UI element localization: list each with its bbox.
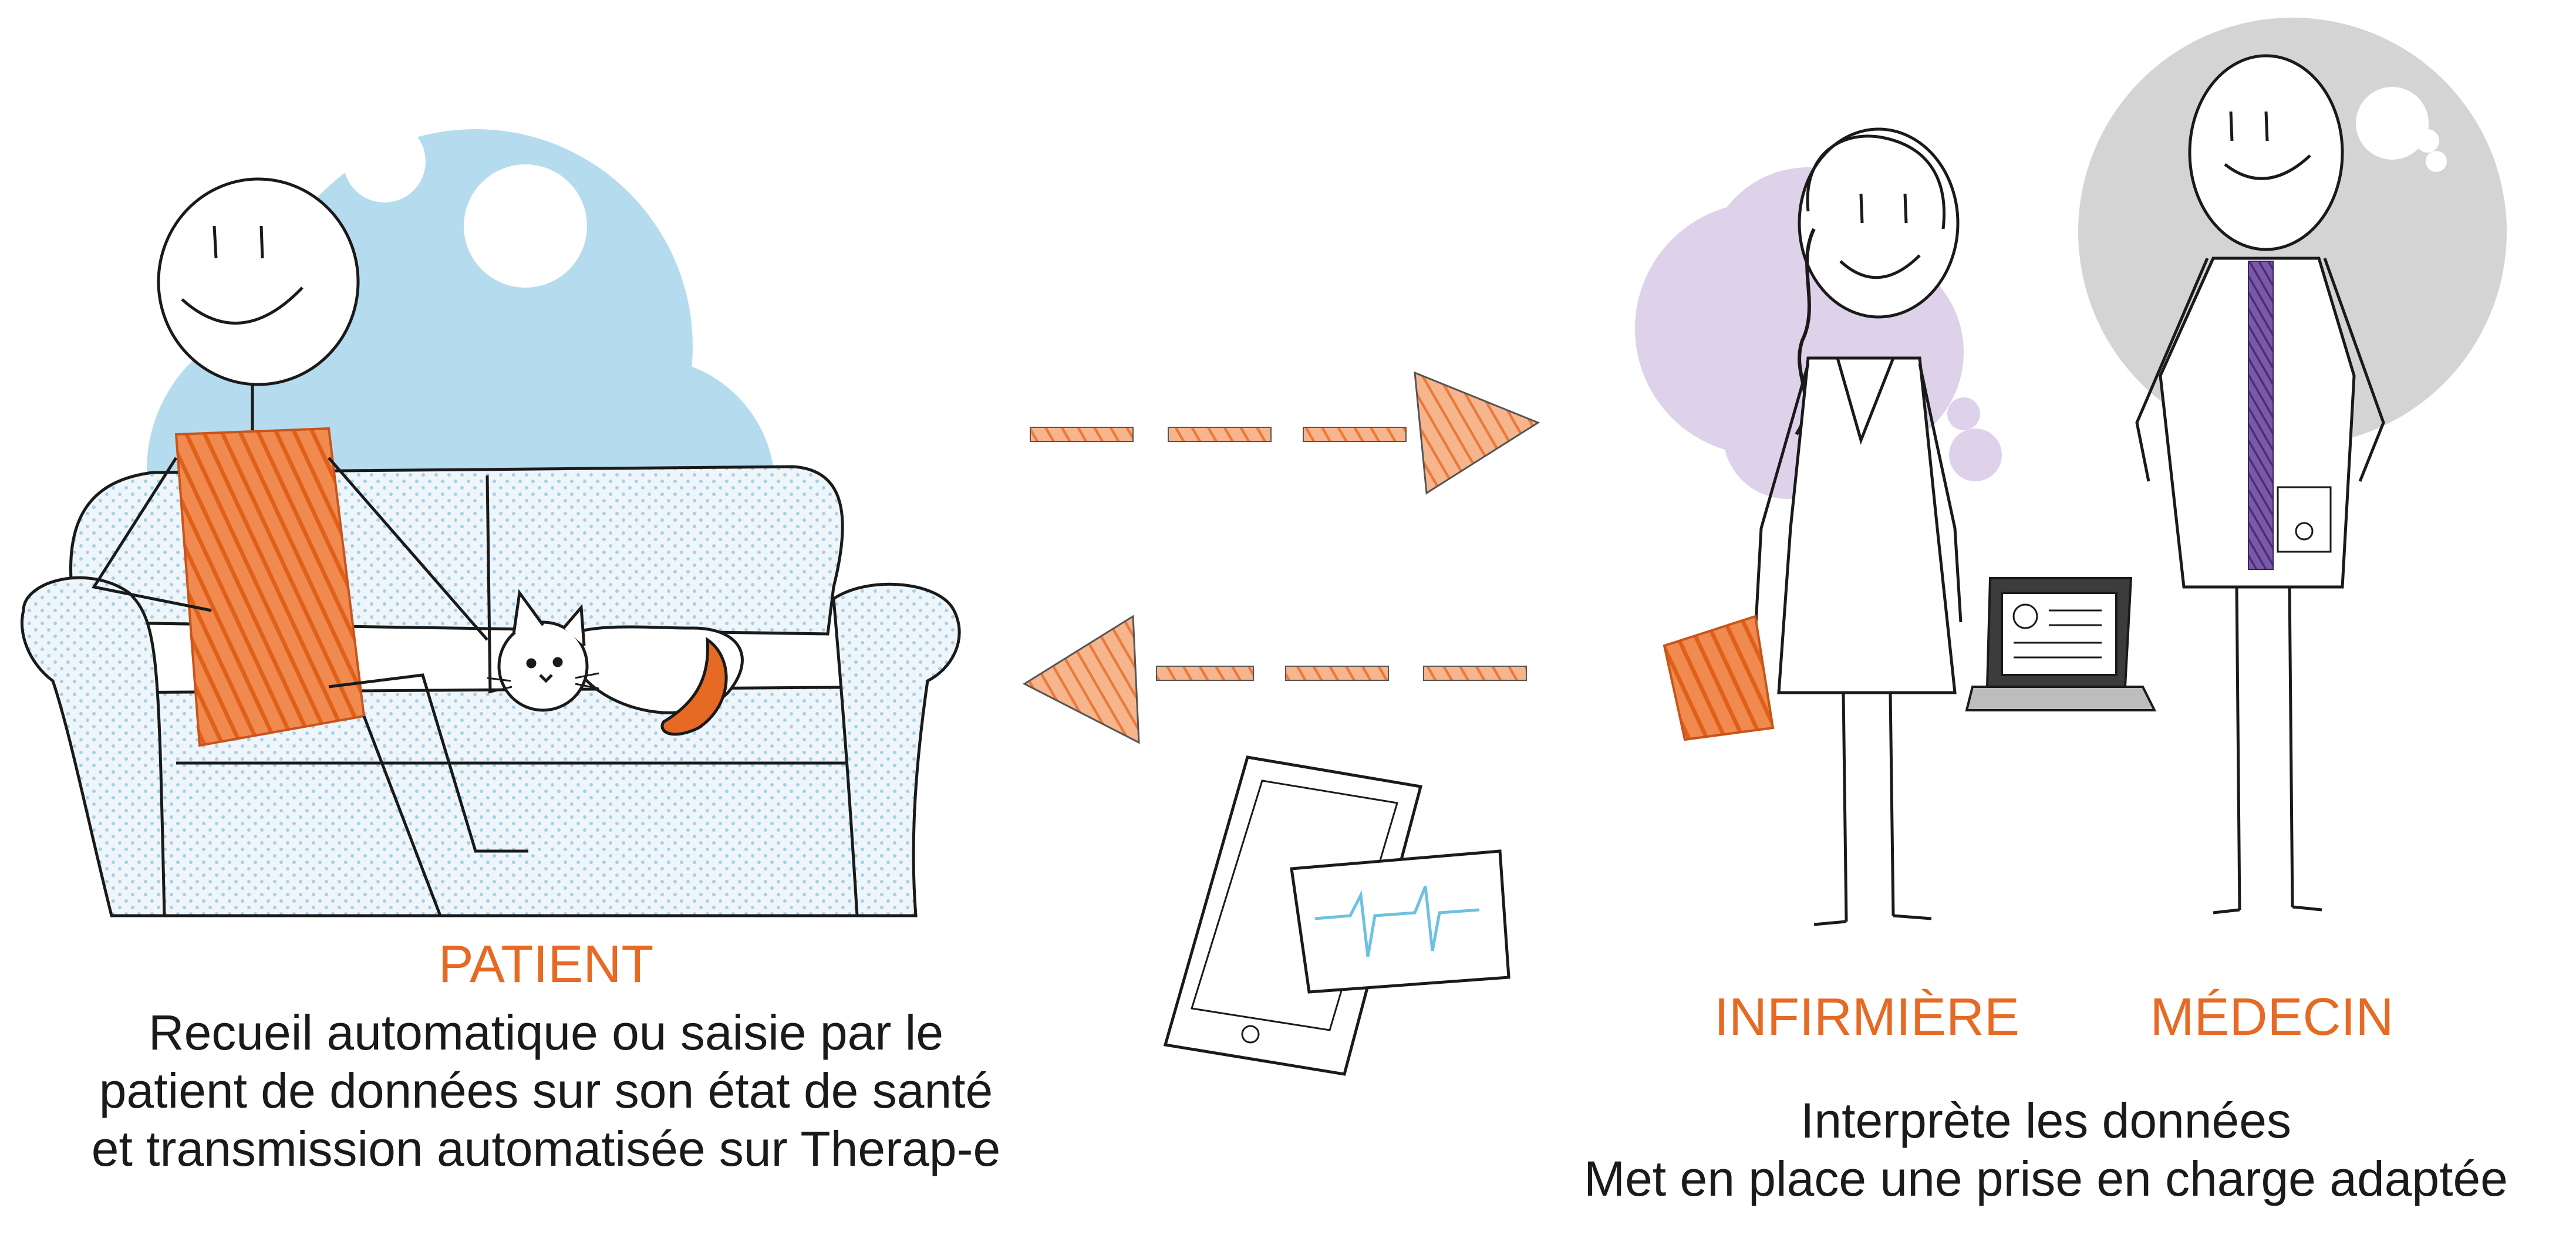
cat: [487, 589, 744, 736]
nurse-scene: [1635, 127, 2002, 926]
arrow-left: [1022, 615, 1527, 744]
doctor-stripe: [2248, 261, 2274, 570]
patient-scene: [20, 120, 961, 917]
patient-label: PATIENT: [438, 935, 654, 994]
laptop: [1965, 577, 2157, 711]
patient-description-line: Recueil automatique ou saisie par le: [148, 1005, 944, 1060]
staff-description-line: Met en place une prise en charge adaptée: [1584, 1151, 2508, 1207]
ecg-card: [1290, 849, 1510, 994]
staff-description-line: Interprète les données: [1800, 1093, 2291, 1148]
patient-description: Recueil automatique ou saisie par le pat…: [29, 1004, 1063, 1178]
patient-description-line: et transmission automatisée sur Therap-e: [91, 1121, 1001, 1177]
doctor-scene: [2078, 18, 2507, 915]
tablet: [1163, 755, 1423, 1076]
doctor-label: MÉDECIN: [2150, 988, 2394, 1047]
nurse-figure: [1754, 127, 1963, 926]
staff-description: Interprète les données Met en place une …: [1526, 1092, 2565, 1208]
nurse-clipboard: [1663, 615, 1775, 741]
sofa: [20, 465, 961, 917]
patient-figure: [91, 177, 528, 917]
nurse-label: INFIRMIÈRE: [1714, 988, 2019, 1047]
patient-description-line: patient de données sur son état de santé: [99, 1063, 993, 1119]
arrow-right: [1030, 371, 1540, 495]
